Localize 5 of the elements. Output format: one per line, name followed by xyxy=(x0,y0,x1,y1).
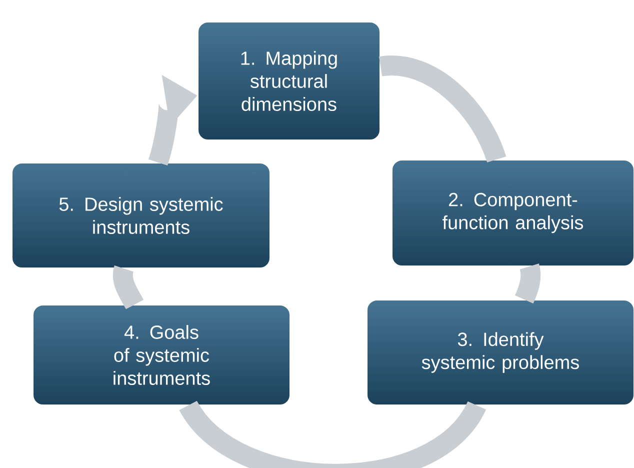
process-box: 1. Mapping structural dimensions xyxy=(198,22,380,140)
process-box: 2. Component-function analysis xyxy=(392,159,634,266)
process-box: 5. Design systemic instruments xyxy=(12,162,270,268)
process-box: 4. Goals of systemic instruments xyxy=(32,304,290,406)
process-box: 3. Identify systemic problems xyxy=(366,299,634,406)
